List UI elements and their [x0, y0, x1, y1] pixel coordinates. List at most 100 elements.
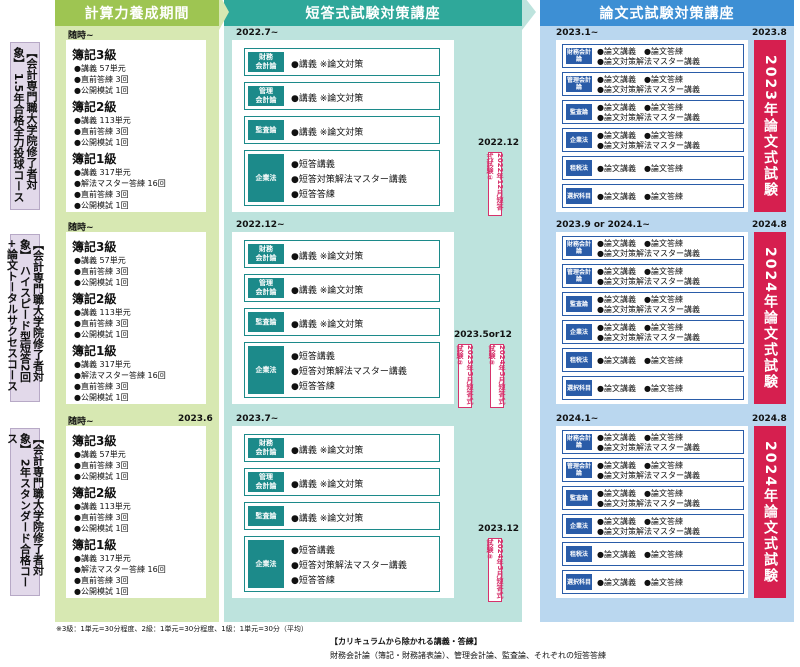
subject-tag: 企業法 [248, 154, 284, 202]
calc-level-item: ●公開模試 1回 [74, 201, 129, 210]
calc-box: 簿記3級●講義 57単元●直前答練 3回●公開模試 1回簿記2級●講義 113単… [66, 40, 206, 212]
subject-tag: 財務会計論 [248, 244, 284, 264]
calc-level-item: ●講義 317単元 [74, 360, 131, 369]
short-exam-badge: 2024年5月短答式試験③ [486, 538, 504, 602]
calc-start: 随時~ [68, 417, 94, 427]
short-start: 2022.12~ [236, 220, 285, 230]
essay-row: 租税法●論文講義 ●論文答練 [562, 348, 744, 372]
calc-level-name: 簿記2級 [72, 292, 117, 306]
short-row-text: ●短答対策解法マスター講義 [291, 175, 407, 185]
calc-level-name: 簿記2級 [72, 486, 117, 500]
short-row-text: ●講義 ※論文対策 [291, 94, 364, 104]
essay-start: 2023.1~ [556, 28, 599, 38]
short-row: 監査論●講義 ※論文対策 [244, 502, 440, 530]
subject-tag: 監査論 [248, 506, 284, 526]
calc-level-item: ●公開模試 1回 [74, 86, 129, 95]
essay-row: 監査論●論文講義 ●論文答練●論文対策解法マスター講義 [562, 100, 744, 124]
calc-start: 随時~ [68, 223, 94, 233]
calc-level-item: ●直前答練 3回 [74, 190, 129, 199]
essay-row: 租税法●論文講義 ●論文答練 [562, 542, 744, 566]
calc-level-name: 簿記3級 [72, 240, 117, 254]
short-row-text: ●短答講義 [291, 160, 335, 170]
essay-row-text: ●論文講義 ●論文答練 [597, 75, 683, 84]
short-row: 管理会計論●講義 ※論文対策 [244, 274, 440, 302]
calc-level-item: ●公開模試 1回 [74, 472, 129, 481]
essay-row: 企業法●論文講義 ●論文答練●論文対策解法マスター講義 [562, 320, 744, 344]
essay-end: 2024.8 [752, 414, 787, 424]
calc-level-item: ●公開模試 1回 [74, 138, 129, 147]
short-row-text: ●講義 ※論文対策 [291, 320, 364, 330]
excluded-text: 財務会計論（簿記・財務諸表論）、管理会計論、監査論、それぞれの短答答練 [330, 651, 606, 660]
calc-header: 計算力養成期間 [55, 0, 219, 26]
essay-row: 監査論●論文講義 ●論文答練●論文対策解法マスター講義 [562, 486, 744, 510]
calc-level-item: ●直前答練 3回 [74, 319, 129, 328]
calc-box: 簿記3級●講義 57単元●直前答練 3回●公開模試 1回簿記2級●講義 113単… [66, 426, 206, 598]
subject-tag: 管理会計論 [248, 278, 284, 298]
calc-level-item: ●公開模試 1回 [74, 278, 129, 287]
calc-start: 随時~ [68, 31, 94, 41]
calc-level-item: ●直前答練 3回 [74, 461, 129, 470]
essay-row-text: ●論文対策解法マスター講義 [597, 443, 700, 452]
short-exam-badge: 2024年5月短答式試験③ [488, 344, 506, 408]
essay-row: 管理会計論●論文講義 ●論文答練●論文対策解法マスター講義 [562, 264, 744, 288]
short-exam-date: 2023.12 [478, 524, 519, 534]
short-box: 財務会計論●講義 ※論文対策管理会計論●講義 ※論文対策監査論●講義 ※論文対策… [232, 232, 454, 404]
calc-level-name: 簿記1級 [72, 152, 117, 166]
short-row-text: ●短答講義 [291, 352, 335, 362]
calc-end: 2023.6 [178, 414, 213, 424]
calc-level-item: ●直前答練 3回 [74, 513, 129, 522]
essay-exam-band: 2024年論文式試験 [754, 426, 786, 598]
subject-tag: 選択科目 [566, 574, 592, 590]
short-row: 管理会計論●講義 ※論文対策 [244, 468, 440, 496]
subject-tag: 監査論 [566, 104, 592, 120]
essay-row: 管理会計論●論文講義 ●論文答練●論文対策解法マスター講義 [562, 458, 744, 482]
short-row-text: ●短答答練 [291, 382, 335, 392]
calc-level-item: ●講義 57単元 [74, 256, 126, 265]
calc-level-item: ●解法マスター答練 16回 [74, 179, 166, 188]
essay-row-text: ●論文講義 ●論文答練 [597, 47, 683, 56]
subject-tag: 選択科目 [566, 188, 592, 204]
subject-tag: 企業法 [566, 518, 592, 534]
short-row-text: ●講義 ※論文対策 [291, 128, 364, 138]
essay-row-text: ●論文講義 ●論文答練 [597, 103, 683, 112]
essay-row-text: ●論文講義 ●論文答練 [597, 356, 683, 365]
essay-row-text: ●論文講義 ●論文答練 [597, 550, 683, 559]
essay-row-text: ●論文対策解法マスター講義 [597, 85, 700, 94]
essay-row-text: ●論文講義 ●論文答練 [597, 384, 683, 393]
essay-row-text: ●論文講義 ●論文答練 [597, 578, 683, 587]
calc-level-item: ●講義 113単元 [74, 116, 131, 125]
essay-row-text: ●論文対策解法マスター講義 [597, 305, 700, 314]
calc-level-item: ●公開模試 1回 [74, 393, 129, 402]
calc-level-item: ●直前答練 3回 [74, 75, 129, 84]
essay-box: 財務会計論●論文講義 ●論文答練●論文対策解法マスター講義管理会計論●論文講義 … [556, 40, 748, 212]
essay-row-text: ●論文講義 ●論文答練 [597, 433, 683, 442]
calc-level-item: ●講義 317単元 [74, 168, 131, 177]
calc-level-item: ●直前答練 3回 [74, 576, 129, 585]
essay-row: 選択科目●論文講義 ●論文答練 [562, 376, 744, 400]
short-row: 管理会計論●講義 ※論文対策 [244, 82, 440, 110]
essay-row-text: ●論文講義 ●論文答練 [597, 461, 683, 470]
essay-exam-band: 2024年論文式試験 [754, 232, 786, 404]
course-name: 【会計専門職大学院修了者対象】 2年スタンダード合格コース [6, 428, 45, 596]
essay-row-text: ●論文対策解法マスター講義 [597, 249, 700, 258]
subject-tag: 管理会計論 [248, 472, 284, 492]
subject-tag: 企業法 [248, 540, 284, 588]
short-exam-date: 2022.12 [478, 138, 519, 148]
calc-level-item: ●解法マスター答練 16回 [74, 371, 166, 380]
calc-level-item: ●直前答練 3回 [74, 382, 129, 391]
arrow-short-to-essay [522, 0, 536, 30]
short-row-text: ●短答対策解法マスター講義 [291, 367, 407, 377]
essay-row-text: ●論文講義 ●論文答練 [597, 295, 683, 304]
short-box: 財務会計論●講義 ※論文対策管理会計論●講義 ※論文対策監査論●講義 ※論文対策… [232, 40, 454, 212]
calc-level-item: ●公開模試 1回 [74, 524, 129, 533]
essay-start: 2024.1~ [556, 414, 599, 424]
essay-row-text: ●論文講義 ●論文答練 [597, 489, 683, 498]
arrow-calc-to-short [219, 0, 229, 30]
short-row-text: ●講義 ※論文対策 [291, 446, 364, 456]
calc-level-name: 簿記2級 [72, 100, 117, 114]
essay-row: 管理会計論●論文講義 ●論文答練●論文対策解法マスター講義 [562, 72, 744, 96]
essay-row: 租税法●論文講義 ●論文答練 [562, 156, 744, 180]
essay-row: 監査論●論文講義 ●論文答練●論文対策解法マスター講義 [562, 292, 744, 316]
short-row: 財務会計論●講義 ※論文対策 [244, 434, 440, 462]
short-start: 2022.7~ [236, 28, 279, 38]
